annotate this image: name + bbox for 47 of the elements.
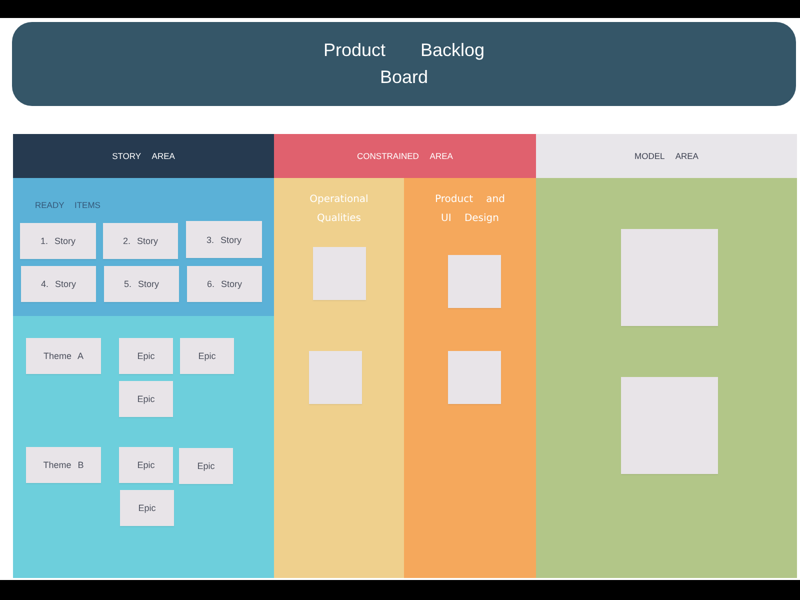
note-text: Epic bbox=[137, 460, 155, 470]
column-title: CONSTRAINED AREA bbox=[357, 151, 453, 161]
sticky-note bbox=[180, 338, 234, 374]
blank-sticky-note bbox=[313, 247, 366, 300]
note-text: Theme A bbox=[43, 351, 84, 361]
column-title: MODEL AREA bbox=[634, 151, 698, 161]
note-text: Epic bbox=[197, 461, 215, 471]
lane-title: Product and UI Design bbox=[434, 193, 506, 226]
sticky-note bbox=[103, 223, 178, 259]
board-column bbox=[13, 134, 274, 578]
note-text: Epic bbox=[137, 351, 155, 361]
note-text: 3. Story bbox=[206, 234, 242, 244]
swimlane bbox=[404, 178, 536, 578]
sticky-note bbox=[119, 338, 173, 374]
sticky-note bbox=[26, 338, 101, 374]
sticky-note bbox=[119, 381, 173, 417]
swimlane bbox=[274, 178, 404, 578]
blank-sticky-note bbox=[621, 229, 718, 326]
board-title: Product Backlog Board bbox=[322, 39, 486, 89]
note-text: Theme B bbox=[43, 460, 84, 470]
note-text: 6. Story bbox=[206, 279, 242, 289]
ready-items-panel bbox=[13, 178, 274, 316]
blank-sticky-note bbox=[309, 351, 362, 404]
sticky-note bbox=[120, 490, 174, 526]
sticky-note bbox=[186, 221, 262, 258]
note-text: 1. Story bbox=[40, 236, 76, 246]
column-title: STORY AREA bbox=[112, 151, 175, 161]
sticky-note bbox=[26, 447, 101, 483]
board-column bbox=[536, 134, 797, 578]
sticky-note bbox=[187, 266, 262, 302]
note-text: 5. Story bbox=[124, 279, 159, 289]
sticky-note bbox=[20, 223, 96, 259]
note-text: Epic bbox=[137, 394, 155, 404]
sticky-note bbox=[179, 448, 233, 484]
blank-sticky-note bbox=[448, 255, 501, 308]
note-text: Epic bbox=[138, 503, 156, 513]
lane-title: Operational Qualities bbox=[308, 193, 370, 226]
panel-heading: READY ITEMS bbox=[35, 200, 100, 210]
note-text: 4. Story bbox=[40, 279, 76, 289]
blank-sticky-note bbox=[621, 377, 718, 474]
sticky-note bbox=[21, 266, 96, 302]
note-text: 2. Story bbox=[122, 236, 158, 246]
sticky-note bbox=[119, 447, 173, 483]
note-text: Epic bbox=[198, 351, 216, 361]
blank-sticky-note bbox=[448, 351, 501, 404]
board-column bbox=[274, 134, 536, 578]
sticky-note bbox=[104, 266, 179, 302]
